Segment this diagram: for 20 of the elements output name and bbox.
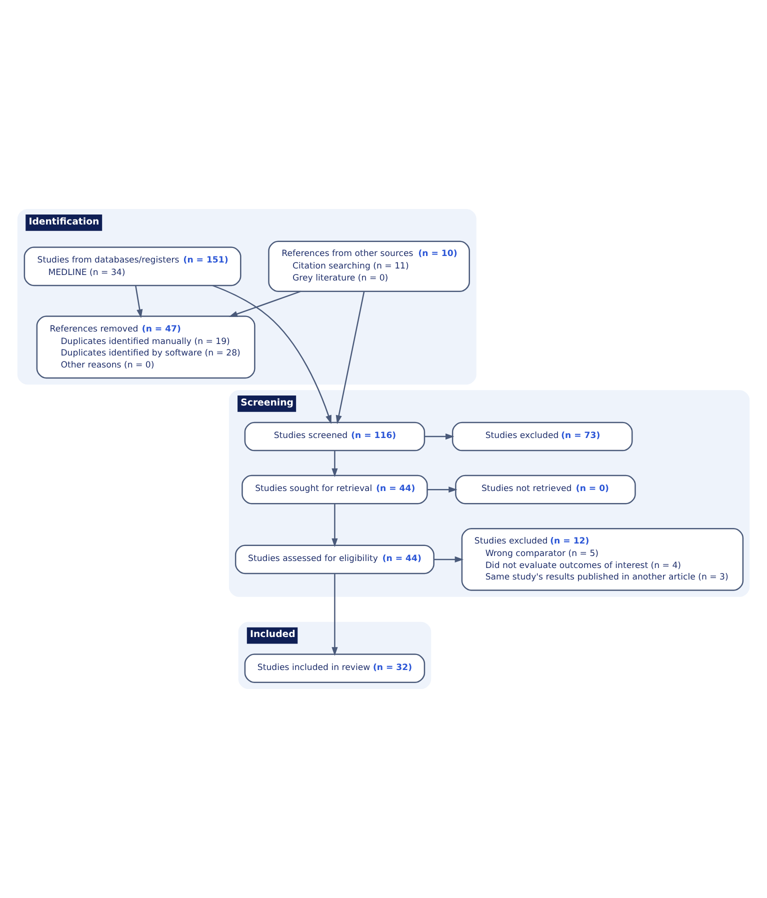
arrow <box>135 285 143 318</box>
arrow <box>424 433 454 440</box>
node-box: Studies from databases/registers (n = 151) MEDLINE (n = 34) <box>24 246 242 286</box>
arrow <box>336 292 365 424</box>
node-box: Studies screened (n = 116) <box>244 422 426 452</box>
node-box: Studies included in review (n = 32) <box>244 654 426 684</box>
node-box: Studies assessed for eligibility (n = 44) <box>234 544 434 574</box>
node-box: Studies excluded (n = 12) Wrong comparator (n = 5) Did not evaluate outcomes of interest (n = 4) Same study's results published in another article (n = 3) <box>461 528 744 591</box>
node-box: Studies not retrieved (n = 0) <box>455 474 636 504</box>
arrow <box>434 556 464 563</box>
node-box: Studies sought for retrieval (n = 44) <box>242 474 428 504</box>
arrow <box>212 284 332 424</box>
arrow <box>332 574 338 656</box>
arrow <box>332 504 338 548</box>
node-box: References removed (n = 47) Duplicates identified manually (n = 19) Duplicates identified by software (n = 28) Other reasons (n = 0) <box>36 316 256 379</box>
node-box: Studies excluded (n = 73) <box>452 422 633 452</box>
arrow <box>228 290 302 317</box>
arrow <box>332 450 338 478</box>
node-box: References from other sources (n = 10) Citation searching (n = 11) Grey literature (n = 0) <box>268 240 470 292</box>
arrow <box>427 486 458 493</box>
